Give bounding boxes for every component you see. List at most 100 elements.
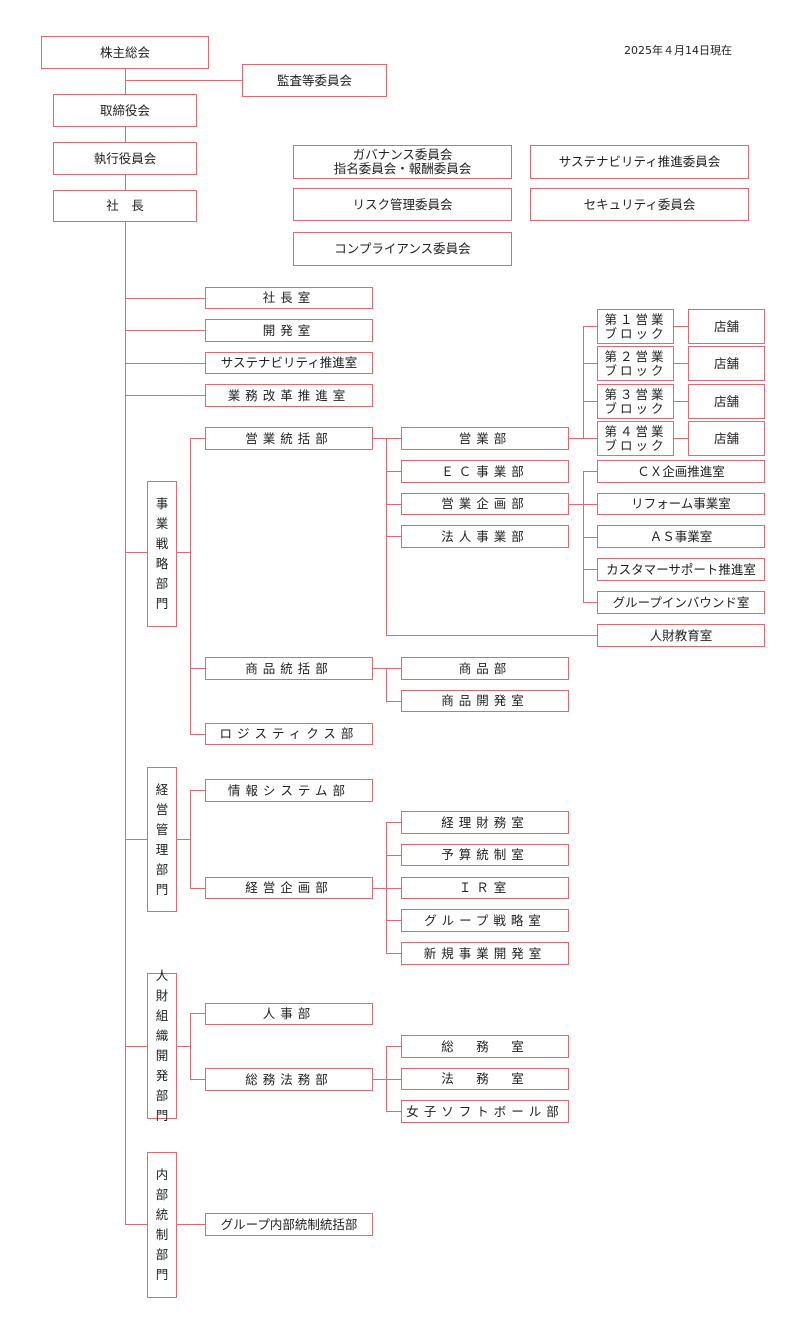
- dept-corporate-planning[interactable]: 経営企画部: [205, 877, 373, 899]
- office-reform[interactable]: リフォーム事業室: [597, 493, 765, 515]
- office-business-reform[interactable]: 業務改革推進室: [205, 384, 373, 407]
- dept-group-internal-control[interactable]: グループ内部統制統括部: [205, 1213, 373, 1236]
- node-audit-committee[interactable]: 監査等委員会: [242, 64, 387, 97]
- connector: [386, 536, 401, 537]
- connector: [190, 790, 191, 888]
- office-cx-planning[interactable]: ＣＸ企画推進室: [597, 460, 765, 483]
- connector: [125, 1046, 147, 1047]
- connector: [386, 471, 401, 472]
- division-label: 経 営 管 理 部 門: [155, 781, 169, 897]
- office-merch-dev[interactable]: 商品開発室: [401, 690, 569, 712]
- node-shareholders[interactable]: 株主総会: [41, 36, 209, 69]
- office-group-strategy[interactable]: グループ戦略室: [401, 909, 569, 932]
- connector: [673, 401, 688, 402]
- dept-hr[interactable]: 人事部: [205, 1003, 373, 1025]
- connector: [386, 1046, 401, 1047]
- office-ir[interactable]: ＩＲ室: [401, 877, 569, 899]
- store-4[interactable]: 店舗: [688, 421, 765, 456]
- dept-corporate[interactable]: 法人事業部: [401, 525, 569, 548]
- connector: [190, 438, 191, 734]
- committee-security[interactable]: セキュリティ委員会: [530, 188, 749, 221]
- dept-it[interactable]: 情報システム部: [205, 779, 373, 802]
- node-executive-committee[interactable]: 執行役員会: [53, 142, 197, 175]
- office-sustainability[interactable]: サステナビリティ推進室: [205, 352, 373, 374]
- office-group-inbound[interactable]: グループインバウンド室: [597, 591, 765, 614]
- division-label: 人 財 組 織 開 発 部 門: [155, 968, 169, 1123]
- connector: [386, 855, 401, 856]
- connector: [583, 363, 597, 364]
- division-management[interactable]: 経 営 管 理 部 門: [147, 767, 177, 912]
- store-3[interactable]: 店舗: [688, 384, 765, 419]
- connector: [583, 326, 584, 438]
- club-womens-softball[interactable]: 女子ソフトボール部: [401, 1100, 569, 1123]
- connector: [583, 326, 597, 327]
- connector: [190, 790, 205, 791]
- connector: [386, 668, 387, 701]
- dept-sales-hq[interactable]: 営業統括部: [205, 427, 373, 450]
- connector: [386, 1046, 387, 1111]
- node-board[interactable]: 取締役会: [53, 94, 197, 127]
- sales-block-1[interactable]: 第１営業 ブロック: [597, 309, 674, 344]
- office-accounting[interactable]: 経理財務室: [401, 811, 569, 834]
- sales-block-4[interactable]: 第４営業 ブロック: [597, 421, 674, 456]
- connector: [568, 438, 597, 439]
- committee-sustainability[interactable]: サステナビリティ推進委員会: [530, 145, 749, 179]
- dept-ga-legal[interactable]: 総務法務部: [205, 1068, 373, 1091]
- division-label: 事 業 戦 略 部 門: [155, 496, 169, 611]
- connector: [583, 569, 597, 570]
- connector: [190, 888, 205, 889]
- office-general-affairs[interactable]: 総 務 室: [401, 1035, 569, 1058]
- connector: [190, 438, 205, 439]
- connector: [673, 438, 688, 439]
- store-2[interactable]: 店舗: [688, 346, 765, 381]
- connector: [583, 602, 597, 603]
- committee-risk[interactable]: リスク管理委員会: [293, 188, 512, 221]
- division-internal-control[interactable]: 内 部 統 制 部 門: [147, 1152, 177, 1298]
- division-business-strategy[interactable]: 事 業 戦 略 部 門: [147, 481, 177, 627]
- connector: [673, 326, 688, 327]
- office-budget[interactable]: 予算統制室: [401, 844, 569, 866]
- as-of-date: 2025年４月14日現在: [624, 44, 732, 57]
- connector: [386, 920, 401, 921]
- connector: [190, 1079, 205, 1080]
- connector: [125, 363, 205, 364]
- division-hr-org[interactable]: 人 財 組 織 開 発 部 門: [147, 968, 177, 1123]
- dept-logistics[interactable]: ロジスティクス部: [205, 723, 373, 745]
- connector: [583, 537, 597, 538]
- office-new-business[interactable]: 新規事業開発室: [401, 942, 569, 965]
- dept-sales-planning[interactable]: 営業企画部: [401, 493, 569, 515]
- connector: [190, 668, 205, 669]
- connector: [176, 839, 190, 840]
- office-president[interactable]: 社長室: [205, 287, 373, 309]
- connector: [386, 822, 387, 953]
- connector: [386, 635, 597, 636]
- office-hr-education[interactable]: 人財教育室: [597, 624, 765, 647]
- dept-sales[interactable]: 営業部: [401, 427, 569, 450]
- connector: [176, 552, 190, 553]
- office-customer-support[interactable]: カスタマーサポート推進室: [597, 558, 765, 581]
- connector: [190, 734, 205, 735]
- committee-compliance[interactable]: コンプライアンス委員会: [293, 232, 512, 266]
- dept-merch[interactable]: 商品部: [401, 657, 569, 680]
- connector: [673, 363, 688, 364]
- office-development[interactable]: 開発室: [205, 319, 373, 342]
- dept-ec[interactable]: ＥＣ事業部: [401, 460, 569, 483]
- dept-merch-hq[interactable]: 商品統括部: [205, 657, 373, 680]
- main-spine: [125, 222, 126, 1224]
- connector: [583, 471, 597, 472]
- committee-governance[interactable]: ガバナンス委員会 指名委員会・報酬委員会: [293, 145, 512, 179]
- office-legal[interactable]: 法 務 室: [401, 1068, 569, 1090]
- office-as[interactable]: ＡＳ事業室: [597, 525, 765, 548]
- connector: [386, 953, 401, 954]
- connector: [125, 175, 126, 190]
- sales-block-3[interactable]: 第３営業 ブロック: [597, 384, 674, 419]
- connector: [125, 395, 205, 396]
- connector: [125, 552, 147, 553]
- node-president[interactable]: 社 長: [53, 190, 197, 222]
- connector: [568, 504, 597, 505]
- connector: [386, 822, 401, 823]
- sales-block-2[interactable]: 第２営業 ブロック: [597, 346, 674, 381]
- connector: [125, 839, 147, 840]
- connector: [125, 330, 205, 331]
- store-1[interactable]: 店舗: [688, 309, 765, 344]
